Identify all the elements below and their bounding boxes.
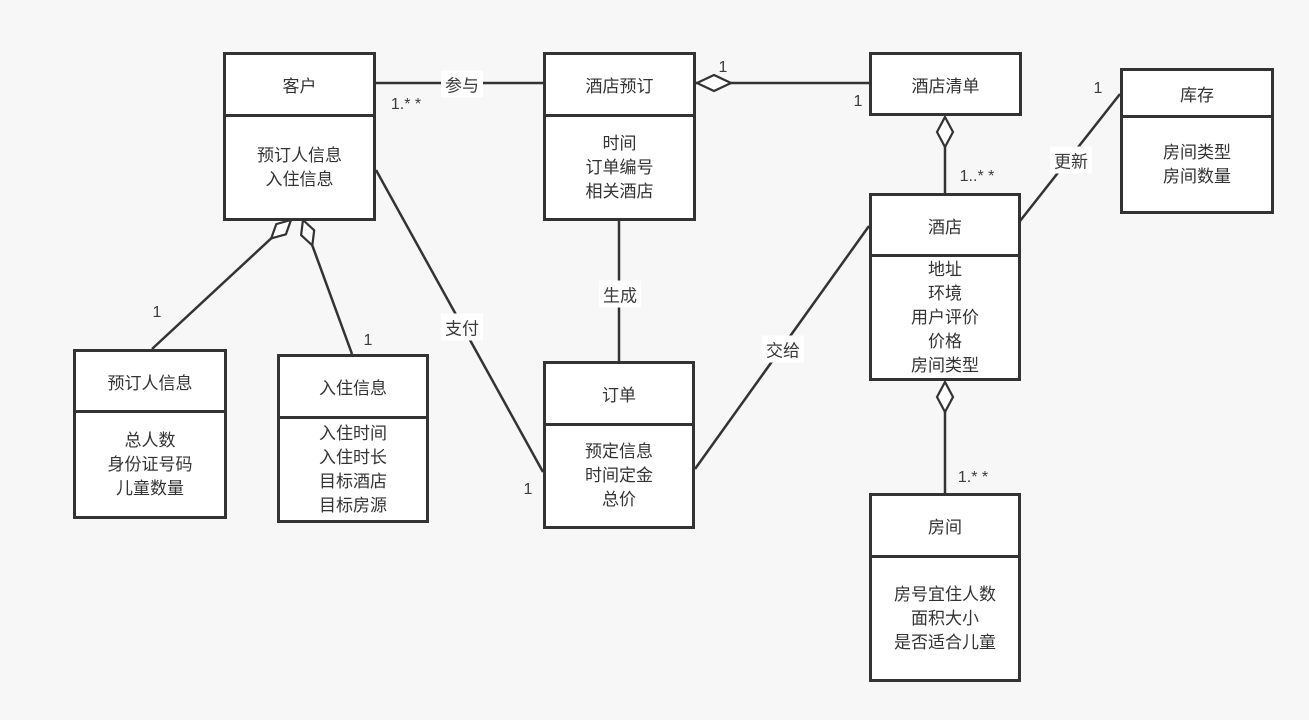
class-attributes-order: 预定信息 时间定金 总价: [546, 426, 692, 526]
multiplicity-order-left: 1: [523, 481, 533, 498]
attribute: 环境: [928, 283, 962, 303]
class-title-order: 订单: [546, 364, 692, 426]
class-attributes-customer: 预订人信息 入住信息: [226, 117, 373, 218]
class-attributes-hotel-booking: 时间 订单编号 相关酒店: [546, 117, 693, 218]
edge-label-pay: 支付: [441, 313, 483, 341]
class-title-customer: 客户: [226, 55, 373, 117]
class-box-room[interactable]: 房间 房号宜住人数 面积大小 是否适合儿童: [869, 493, 1021, 682]
multiplicity-room-top: 1.* *: [957, 469, 989, 486]
attribute: 用户评价: [911, 307, 979, 327]
edge-label-update: 更新: [1050, 146, 1092, 174]
class-box-order[interactable]: 订单 预定信息 时间定金 总价: [543, 361, 695, 529]
attribute: 目标酒店: [319, 471, 387, 491]
attribute: 总价: [602, 490, 636, 509]
multiplicity-customer-booking: 1.* *: [390, 96, 422, 113]
aggregation-diamond-customer-left: [269, 218, 293, 241]
class-box-hotel-list[interactable]: 酒店清单: [869, 52, 1022, 116]
class-title-hotel-booking: 酒店预订: [546, 55, 693, 117]
multiplicity-inventory-left: 1: [1093, 80, 1103, 97]
multiplicity-booker-info-top: 1: [152, 304, 162, 321]
attribute: 房间类型: [911, 355, 979, 375]
attribute: 入住时长: [319, 447, 387, 467]
attribute: 订单编号: [585, 157, 654, 177]
class-attributes-hotel: 地址 环境 用户评价 价格 房间类型: [872, 257, 1018, 378]
class-box-customer[interactable]: 客户 预订人信息 入住信息: [223, 52, 376, 221]
attribute: 房号宜住人数: [894, 584, 996, 604]
edge-label-participate: 参与: [441, 70, 483, 98]
attribute: 房间类型: [1163, 142, 1231, 162]
class-title-booker-info: 预订人信息: [76, 352, 224, 413]
class-box-hotel-booking[interactable]: 酒店预订 时间 订单编号 相关酒店: [543, 52, 696, 221]
class-box-hotel[interactable]: 酒店 地址 环境 用户评价 价格 房间类型: [869, 193, 1021, 381]
aggregation-diamond-hotel: [935, 379, 955, 415]
class-attributes-room: 房号宜住人数 面积大小 是否适合儿童: [872, 558, 1018, 679]
class-box-checkin-info[interactable]: 入住信息 入住时间 入住时长 目标酒店 目标房源: [277, 354, 429, 523]
class-box-booker-info[interactable]: 预订人信息 总人数 身份证号码 儿童数量: [73, 349, 227, 519]
multiplicity-checkin-info-top: 1: [363, 332, 373, 349]
attribute: 预订人信息: [257, 145, 342, 165]
edge-label-hand-over: 交给: [762, 335, 804, 363]
attribute: 面积大小: [911, 608, 979, 628]
class-title-checkin-info: 入住信息: [280, 357, 426, 419]
attribute: 儿童数量: [116, 478, 184, 498]
attribute: 入住时间: [319, 423, 387, 443]
attribute: 预定信息: [585, 442, 653, 461]
edge-label-generate: 生成: [599, 280, 641, 308]
attribute: 总人数: [124, 430, 176, 450]
multiplicity-booking-diamond: 1: [718, 59, 728, 76]
aggregation-diamond-booking: [694, 73, 734, 93]
aggregation-diamond-hotel-list: [935, 114, 955, 150]
multiplicity-hotel-list-left: 1: [853, 93, 863, 110]
attribute: 身份证号码: [107, 454, 193, 474]
aggregation-diamond-customer-right: [299, 217, 316, 248]
attribute: 是否适合儿童: [894, 632, 996, 652]
multiplicity-hotel-top: 1..* *: [959, 168, 995, 185]
class-title-hotel: 酒店: [872, 196, 1018, 257]
attribute: 价格: [928, 331, 962, 351]
class-title-hotel-list: 酒店清单: [911, 76, 980, 96]
attribute: 时间: [602, 133, 637, 153]
class-attributes-inventory: 房间类型 房间数量: [1123, 118, 1271, 211]
class-title-room: 房间: [872, 496, 1018, 558]
attribute: 房间数量: [1163, 166, 1231, 186]
class-attributes-checkin-info: 入住时间 入住时长 目标酒店 目标房源: [280, 419, 426, 520]
attribute: 目标房源: [319, 495, 387, 515]
class-box-inventory[interactable]: 库存 房间类型 房间数量: [1120, 68, 1274, 214]
attribute: 入住信息: [265, 169, 334, 189]
attribute: 地址: [928, 259, 962, 279]
class-title-inventory: 库存: [1123, 71, 1271, 118]
attribute: 时间定金: [585, 466, 653, 485]
edge-customer-booker-info: [151, 219, 292, 350]
class-attributes-booker-info: 总人数 身份证号码 儿童数量: [76, 413, 224, 516]
attribute: 相关酒店: [585, 181, 654, 201]
